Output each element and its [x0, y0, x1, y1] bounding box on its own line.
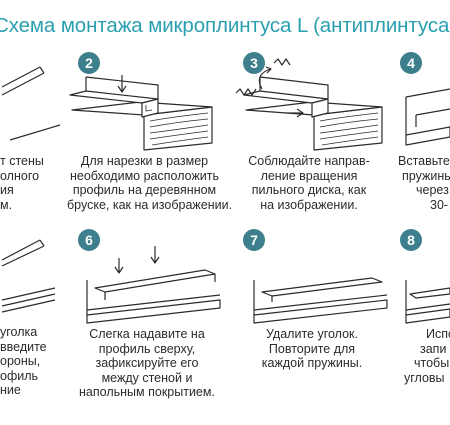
step-3-number: 3 [243, 52, 265, 74]
step-1-illustration [1, 66, 61, 141]
step-3-illustration [235, 58, 383, 151]
step-6-caption: Слегка надавите на профиль сверху, зафик… [79, 327, 215, 399]
step-1-caption: т стены олного ия м. [0, 154, 44, 212]
step-8-number: 8 [400, 229, 422, 251]
step-2-illustration [69, 75, 213, 151]
step-2-caption: Для нарезки в размер необходимо располож… [67, 154, 233, 212]
step-4-caption: Вставьте пружины через 30- [398, 154, 450, 212]
page-title: Схема монтажа микроплинтуса L (антиплинт… [0, 14, 450, 37]
step-4-number: 4 [400, 52, 422, 74]
step-5-caption: уголка введите ороны, офиль ние [0, 325, 47, 397]
step-2-number: 2 [78, 52, 100, 74]
step-6-illustration [86, 246, 221, 324]
step-8-caption: Испо запи чтобы угловы [404, 327, 450, 385]
step-5-illustration [1, 239, 56, 313]
step-3-caption: Соблюдайте направ- ление вращения пильно… [248, 154, 370, 212]
step-8-illustration [405, 280, 450, 324]
step-7-caption: Удалите уголок. Повторите для каждой пру… [261, 327, 363, 370]
step-4-illustration [405, 88, 450, 146]
step-7-number: 7 [243, 229, 265, 251]
step-6-number: 6 [78, 229, 100, 251]
step-7-illustration [253, 277, 388, 324]
